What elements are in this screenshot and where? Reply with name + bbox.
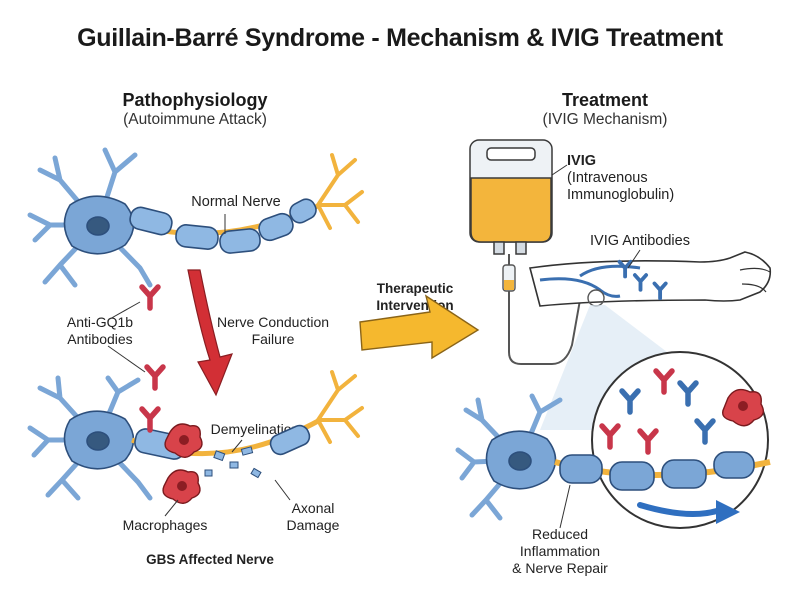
gbs-affected-label: GBS Affected Nerve [146, 552, 274, 567]
normal-neuron-nucleus [86, 216, 110, 236]
macrophages-label: Macrophages [122, 517, 208, 533]
intervention-line1: Therapeutic [376, 281, 454, 296]
antibody-2 [147, 367, 163, 388]
magnifier-circle [591, 351, 769, 529]
antibodies-label-line2: Antibodies [67, 331, 133, 347]
axonal-damage-leader [274, 479, 291, 501]
axonal-damage-line1: Axonal [291, 500, 335, 516]
regenerating-myelin [559, 451, 755, 491]
axonal-damage-label: Axonal Damage [268, 500, 358, 534]
axonal-damage-line2: Damage [286, 517, 340, 533]
iv-port-2 [515, 241, 527, 255]
ivig-full-line1: (Intravenous [567, 170, 648, 186]
ivig-antibodies-label: IVIG Antibodies [590, 233, 690, 249]
repair-neuron-nucleus [508, 451, 532, 471]
outcome-line1: Reduced [531, 526, 589, 542]
treatment-subheading: (IVIG Mechanism) [542, 111, 668, 128]
antibody-1 [142, 287, 158, 308]
demyelination-leader [231, 439, 243, 453]
antibodies-label: Anti-GQ1b Antibodies [50, 314, 150, 348]
outcome-line3: & Nerve Repair [512, 560, 608, 576]
macrophage-nuclei [177, 435, 189, 491]
iv-line [502, 254, 581, 365]
lesion-antibody [142, 409, 158, 430]
antibodies-label-line1: Anti-GQ1b [66, 314, 134, 330]
normal-nerve-label: Normal Nerve [191, 194, 281, 210]
outcome-leader [559, 484, 571, 529]
repair-arrow-head [716, 500, 740, 524]
page-title: Guillain-Barré Syndrome - Mechanism & IV… [77, 24, 723, 52]
outcome-label: Reduced Inflammation & Nerve Repair [505, 526, 615, 577]
arm-vein [539, 264, 641, 298]
antibody-leader-2 [107, 345, 146, 373]
fingers [739, 267, 771, 293]
ivig-antibodies-leader [627, 249, 641, 269]
iv-bag-label [486, 147, 536, 161]
ivig-label: IVIG (Intravenous Immunoglobulin) [567, 153, 717, 204]
repair-neuron [455, 393, 563, 521]
repair-arrow [637, 502, 723, 517]
magnified-macrophage [721, 388, 764, 427]
myelin-sheaths [129, 198, 317, 254]
pathophysiology-subheading: (Autoimmune Attack) [123, 111, 267, 128]
conduction-failure-label: Nerve Conduction Failure [198, 314, 348, 348]
gbs-axon-terminals [316, 370, 364, 444]
macrophage-leader [164, 499, 179, 517]
repair-axon [554, 451, 771, 491]
ivig-full-line2: Immunoglobulin) [567, 187, 675, 203]
conduction-arrow [187, 269, 233, 397]
iv-port-1 [493, 241, 505, 255]
myelin-debris [204, 446, 262, 479]
outcome-line2: Inflammation [519, 543, 601, 559]
pathophysiology-heading: Pathophysiology [122, 90, 268, 110]
normal-neuron [27, 147, 364, 288]
iv-tube [508, 291, 581, 365]
iv-bag [469, 139, 553, 255]
demyelination-label: Demyelination [210, 421, 300, 437]
gbs-neuron [27, 370, 364, 501]
antibody-leader-1 [107, 301, 141, 321]
ivig-title: IVIG [567, 153, 597, 169]
treatment-heading: Treatment [561, 90, 649, 110]
intervention-arrow [359, 294, 480, 360]
remaining-myelin-2 [269, 424, 311, 456]
conduction-failure-line2: Failure [251, 331, 295, 347]
normal-axon-terminals [316, 153, 364, 230]
gbs-neuron-nucleus [86, 431, 110, 451]
iv-bag-fluid [470, 177, 552, 243]
conduction-failure-line1: Nerve Conduction [216, 314, 330, 330]
ivig-leader [551, 164, 568, 176]
anti-gq1b-antibodies [142, 287, 163, 388]
